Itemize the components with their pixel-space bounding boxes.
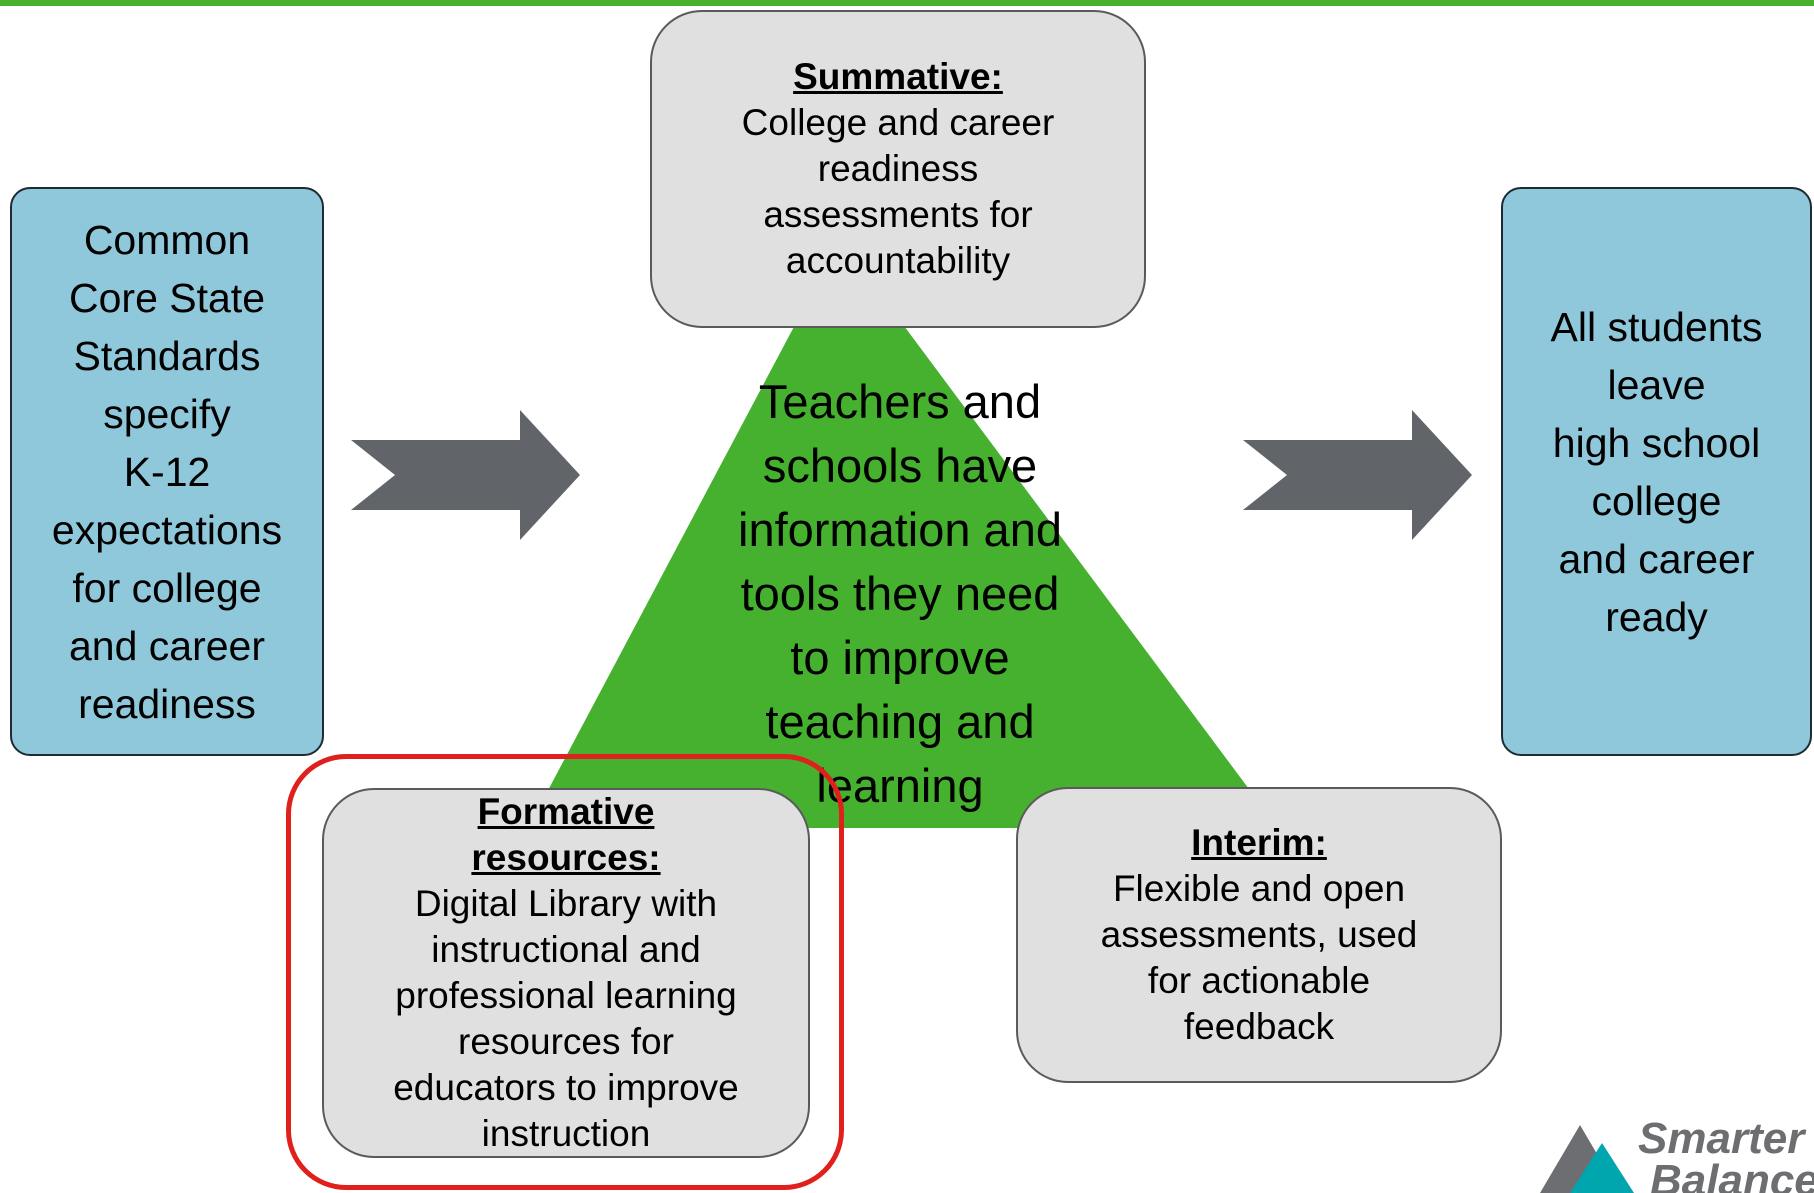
outcome-box: All students leave high school college a… [1501, 187, 1812, 756]
center-line: information and [738, 503, 1062, 556]
interim-line: feedback [1183, 1006, 1335, 1047]
outcome-line: college [1591, 477, 1722, 524]
outcome-line: leave [1607, 361, 1706, 408]
smarter-balanced-logo: Smarter Balanced [1540, 1114, 1814, 1193]
outcome-line: high school [1552, 419, 1761, 466]
summative-line: accountability [785, 240, 1011, 281]
summative-heading: Summative: [793, 56, 1003, 97]
summative-line: assessments for [763, 194, 1033, 235]
center-line: tools they need [740, 567, 1060, 620]
formative-line: instructional and [431, 929, 701, 970]
top-accent-bar [0, 0, 1814, 6]
summative-line: College and career [741, 102, 1055, 143]
formative-line: professional learning [395, 975, 737, 1016]
logo-text-line2: Balanced [1650, 1156, 1814, 1193]
center-line: schools have [762, 439, 1038, 492]
standards-line: Common [83, 216, 251, 263]
standards-line: K-12 [123, 448, 211, 495]
center-statement: Teachers and schools have information an… [690, 370, 1110, 818]
right-arrow-icon [1243, 410, 1472, 540]
formative-heading: resources: [471, 837, 661, 878]
interim-line: Flexible and open [1112, 868, 1406, 909]
interim-line: assessments, used [1100, 914, 1418, 955]
interim-heading: Interim: [1191, 822, 1327, 863]
standards-line: Core State [69, 274, 265, 321]
standards-line: expectations [51, 506, 283, 553]
summative-line: readiness [817, 148, 979, 189]
formative-heading: Formative [477, 791, 655, 832]
formative-line: educators to improve [393, 1067, 739, 1108]
standards-line: readiness [78, 680, 256, 727]
center-line: Teachers and [758, 375, 1042, 428]
logo-text-line1: Smarter [1638, 1114, 1807, 1163]
center-line: to improve [790, 631, 1010, 684]
center-line: teaching and [765, 695, 1035, 748]
outcome-line: ready [1605, 593, 1708, 640]
formative-line: instruction [481, 1113, 651, 1154]
standards-line: and career [68, 622, 265, 669]
formative-highlight-outline [286, 754, 844, 1190]
standards-line: for college [72, 564, 262, 611]
formative-line: Digital Library with [414, 883, 718, 924]
standards-box: Common Core State Standards specify K-12… [10, 187, 324, 756]
formative-box: Formative resources: Digital Library wit… [322, 788, 810, 1158]
interim-line: for actionable [1147, 960, 1371, 1001]
summative-box: Summative: College and career readiness … [650, 10, 1146, 328]
outcome-line: and career [1558, 535, 1755, 582]
formative-line: resources for [458, 1021, 674, 1062]
right-arrow-icon [351, 410, 580, 540]
center-line: learning [816, 759, 984, 812]
interim-box: Interim: Flexible and open assessments, … [1016, 787, 1502, 1083]
outcome-line: All students [1550, 303, 1763, 350]
standards-line: specify [103, 390, 231, 437]
standards-line: Standards [73, 332, 261, 379]
